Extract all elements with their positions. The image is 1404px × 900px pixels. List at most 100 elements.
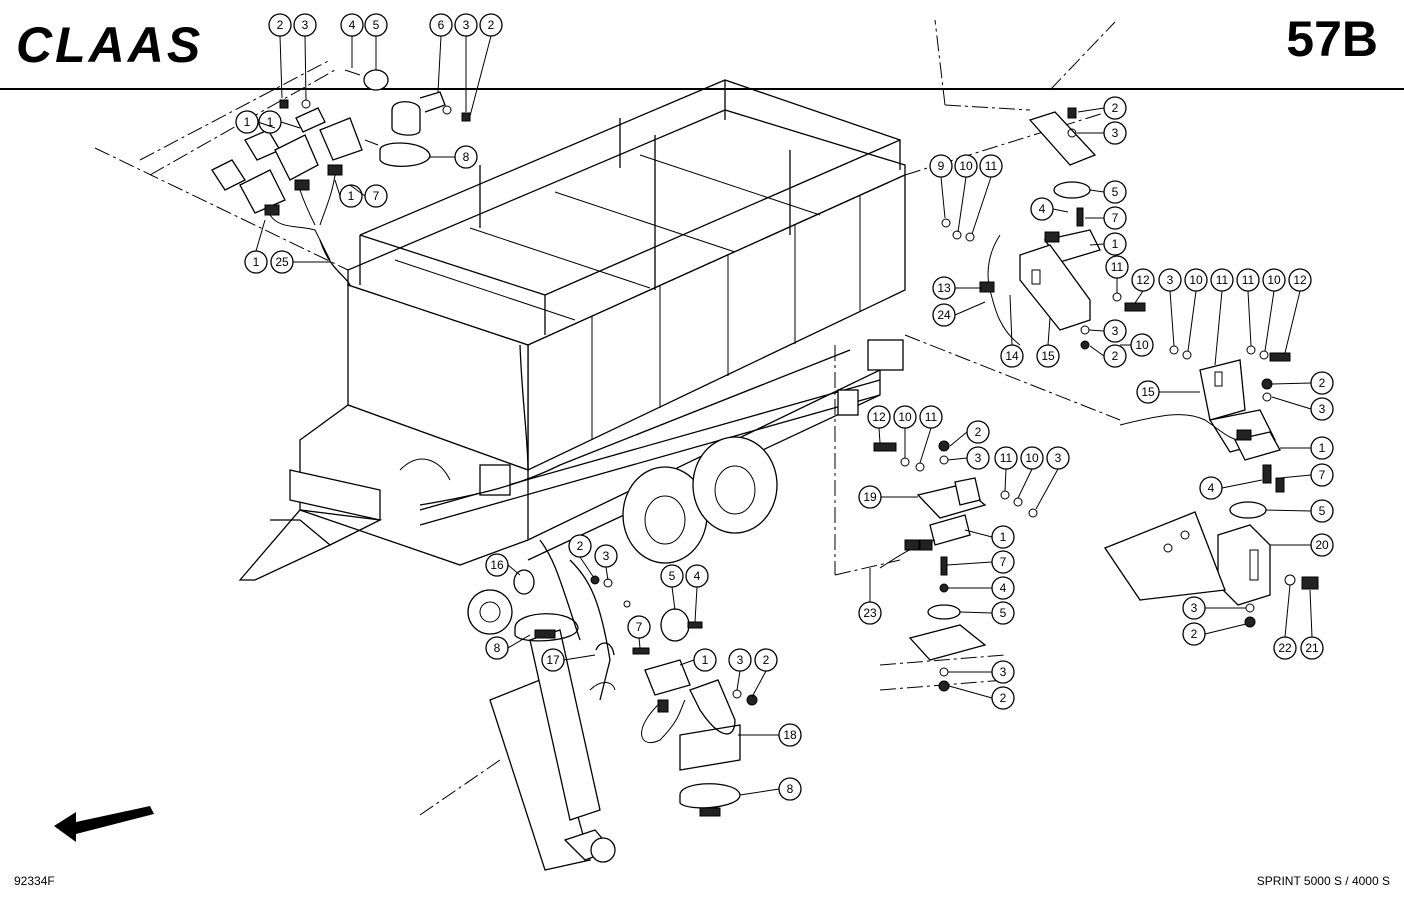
callout[interactable]: 21 [1300, 636, 1324, 660]
callout[interactable]: 10 [954, 154, 978, 178]
callout[interactable]: 2 [754, 648, 778, 672]
callout[interactable]: 22 [1273, 636, 1297, 660]
callout-label: 4 [1039, 202, 1046, 216]
callout[interactable]: 7 [1103, 206, 1127, 230]
callout[interactable]: 3 [991, 660, 1015, 684]
callout[interactable]: 7 [627, 615, 651, 639]
callout[interactable]: 4 [685, 564, 709, 588]
callout[interactable]: 25 [270, 250, 294, 274]
callout-label: 3 [1167, 273, 1174, 287]
callout-label: 23 [863, 606, 877, 620]
callout[interactable]: 5 [991, 601, 1015, 625]
callout[interactable]: 1 [1310, 436, 1334, 460]
callout-label: 24 [937, 308, 951, 322]
callout[interactable]: 1 [991, 525, 1015, 549]
callout[interactable]: 19 [858, 485, 882, 509]
callout[interactable]: 11 [1236, 268, 1260, 292]
callout[interactable]: 8 [778, 777, 802, 801]
callout[interactable]: 12 [1288, 268, 1312, 292]
callout[interactable]: 2 [568, 534, 592, 558]
callout[interactable]: 7 [1310, 463, 1334, 487]
callout-label: 3 [1112, 324, 1119, 338]
callout-label: 11 [1216, 273, 1229, 287]
callout[interactable]: 14 [1000, 344, 1024, 368]
callout[interactable]: 15 [1036, 344, 1060, 368]
callout[interactable]: 4 [991, 576, 1015, 600]
callout[interactable]: 12 [1131, 268, 1155, 292]
callout[interactable]: 5 [660, 564, 684, 588]
brand-name: CLAAS [16, 18, 203, 68]
callout[interactable]: 1 [235, 110, 259, 134]
callout-label: 1 [244, 115, 251, 129]
callout[interactable]: 10 [1130, 333, 1154, 357]
callout-label: 3 [302, 18, 309, 32]
callout[interactable]: 2 [1103, 344, 1127, 368]
callout-label: 2 [1112, 349, 1119, 363]
callout[interactable]: 3 [293, 13, 317, 37]
callout[interactable]: 8 [485, 636, 509, 660]
callout[interactable]: 3 [454, 13, 478, 37]
callout-label: 4 [694, 569, 701, 583]
callout[interactable]: 17 [541, 648, 565, 672]
callout[interactable]: 18 [778, 723, 802, 747]
callout-label: 3 [1055, 451, 1062, 465]
callout[interactable]: 3 [1158, 268, 1182, 292]
callout[interactable]: 1 [1103, 232, 1127, 256]
callout[interactable]: 13 [932, 276, 956, 300]
callout[interactable]: 24 [932, 303, 956, 327]
callout[interactable]: 15 [1136, 380, 1160, 404]
callout[interactable]: 12 [867, 405, 891, 429]
callout[interactable]: 9 [929, 154, 953, 178]
callout[interactable]: 23 [858, 601, 882, 625]
callout[interactable]: 5 [1310, 499, 1334, 523]
callout[interactable]: 5 [1103, 180, 1127, 204]
callout[interactable]: 1 [693, 648, 717, 672]
callout-label: 6 [438, 18, 445, 32]
callout[interactable]: 3 [1182, 596, 1206, 620]
callout[interactable]: 2 [479, 13, 503, 37]
callout[interactable]: 10 [1262, 268, 1286, 292]
callout-label: 5 [669, 569, 676, 583]
callout[interactable]: 3 [966, 446, 990, 470]
callout[interactable]: 3 [728, 648, 752, 672]
callout[interactable]: 11 [1210, 268, 1234, 292]
callout[interactable]: 7 [991, 550, 1015, 574]
callout[interactable]: 8 [454, 145, 478, 169]
callout-label: 3 [603, 549, 610, 563]
callout[interactable]: 20 [1310, 533, 1334, 557]
callout[interactable]: 11 [994, 446, 1018, 470]
callout[interactable]: 3 [1046, 446, 1070, 470]
callout[interactable]: 11 [1105, 255, 1129, 279]
callout[interactable]: 7 [364, 184, 388, 208]
callout[interactable]: 5 [364, 13, 388, 37]
callout[interactable]: 4 [1030, 197, 1054, 221]
callout[interactable]: 3 [594, 544, 618, 568]
callout-label: 2 [763, 653, 770, 667]
callout-label: 4 [1208, 481, 1215, 495]
callout[interactable]: 6 [429, 13, 453, 37]
callout-label: 10 [1135, 338, 1149, 352]
callout[interactable]: 10 [1184, 268, 1208, 292]
callout[interactable]: 2 [966, 420, 990, 444]
callout[interactable]: 2 [1310, 371, 1334, 395]
callout[interactable]: 4 [1199, 476, 1223, 500]
callout[interactable]: 2 [1103, 96, 1127, 120]
header-divider [0, 88, 1404, 90]
callout[interactable]: 11 [919, 405, 943, 429]
callout[interactable]: 3 [1103, 121, 1127, 145]
callout[interactable]: 10 [893, 405, 917, 429]
callout[interactable]: 2 [1182, 622, 1206, 646]
page-number: 57B [1286, 11, 1378, 67]
callout[interactable]: 16 [485, 553, 509, 577]
callout[interactable]: 1 [244, 250, 268, 274]
callout[interactable]: 10 [1020, 446, 1044, 470]
callout[interactable]: 3 [1310, 397, 1334, 421]
callout[interactable]: 1 [258, 110, 282, 134]
callout[interactable]: 2 [991, 686, 1015, 710]
callout[interactable]: 11 [979, 154, 1003, 178]
callout-label: 5 [373, 18, 380, 32]
callout[interactable]: 3 [1103, 319, 1127, 343]
callout[interactable]: 2 [268, 13, 292, 37]
callout[interactable]: 4 [340, 13, 364, 37]
callout[interactable]: 1 [339, 184, 363, 208]
